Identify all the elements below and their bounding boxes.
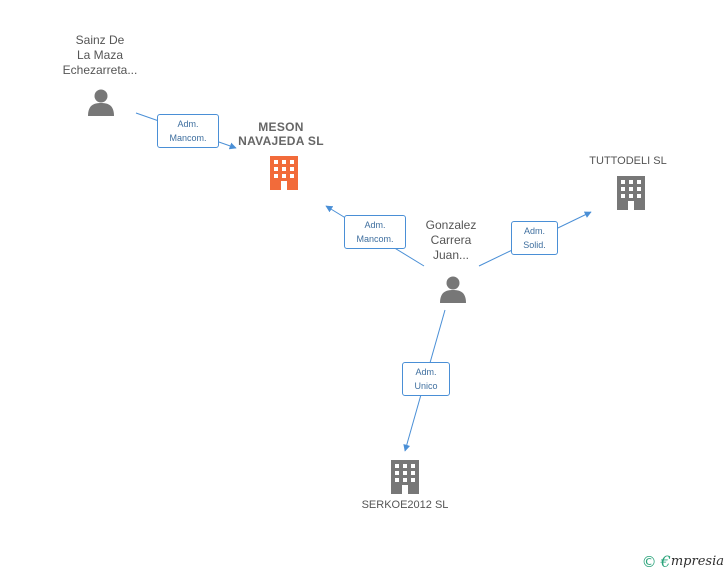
node-label-sainz[interactable]: Sainz De La Maza Echezarreta... bbox=[50, 33, 150, 78]
node-label-line: NAVAJEDA SL bbox=[238, 134, 324, 148]
edge-label-gonzalez-tuttodeli: Adm. Solid. bbox=[511, 221, 558, 255]
copyright-icon: © bbox=[641, 552, 657, 571]
edge-label-line: Adm. bbox=[415, 367, 437, 377]
building-icon[interactable] bbox=[617, 176, 645, 210]
node-label-line: Carrera bbox=[430, 233, 472, 247]
node-label-line: Juan... bbox=[432, 248, 470, 262]
edge-label-gonzalez-serkoe: Adm. Unico bbox=[402, 362, 450, 396]
node-label-meson[interactable]: MESON NAVAJEDA SL bbox=[231, 120, 331, 148]
node-label-serkoe[interactable]: SERKOE2012 SL bbox=[350, 498, 460, 513]
brand-initial: € bbox=[660, 552, 671, 571]
edge-label-line: Unico bbox=[414, 381, 438, 391]
node-label-gonzalez[interactable]: Gonzalez Carrera Juan... bbox=[411, 218, 491, 263]
node-label-line: Echezarreta... bbox=[62, 63, 138, 77]
edge-label-line: Solid. bbox=[523, 240, 546, 250]
node-label-line: Sainz De bbox=[75, 33, 125, 47]
edge-label-line: Adm. bbox=[523, 226, 545, 236]
node-label-tuttodeli[interactable]: TUTTODELI SL bbox=[576, 154, 680, 169]
node-label-line: TUTTODELI SL bbox=[589, 155, 667, 167]
node-label-line: MESON bbox=[258, 120, 304, 134]
edge-label-line: Mancom. bbox=[356, 234, 394, 244]
building-icon[interactable] bbox=[391, 460, 419, 494]
person-icon[interactable] bbox=[440, 276, 466, 304]
node-label-line: La Maza bbox=[76, 48, 124, 62]
edge-label-sainz-meson: Adm. Mancom. bbox=[157, 114, 219, 148]
edge-label-line: Adm. bbox=[177, 119, 199, 129]
brand-name: mpresia bbox=[670, 554, 724, 569]
edge-label-gonzalez-meson: Adm. Mancom. bbox=[344, 215, 406, 249]
building-icon[interactable] bbox=[270, 156, 298, 190]
empresia-brand[interactable]: © €mpresia bbox=[642, 552, 724, 571]
node-label-line: Gonzalez bbox=[425, 218, 477, 232]
edge-label-line: Mancom. bbox=[169, 133, 207, 143]
edge-label-line: Adm. bbox=[364, 220, 386, 230]
person-icon[interactable] bbox=[88, 89, 114, 117]
node-label-line: SERKOE2012 SL bbox=[361, 499, 449, 511]
